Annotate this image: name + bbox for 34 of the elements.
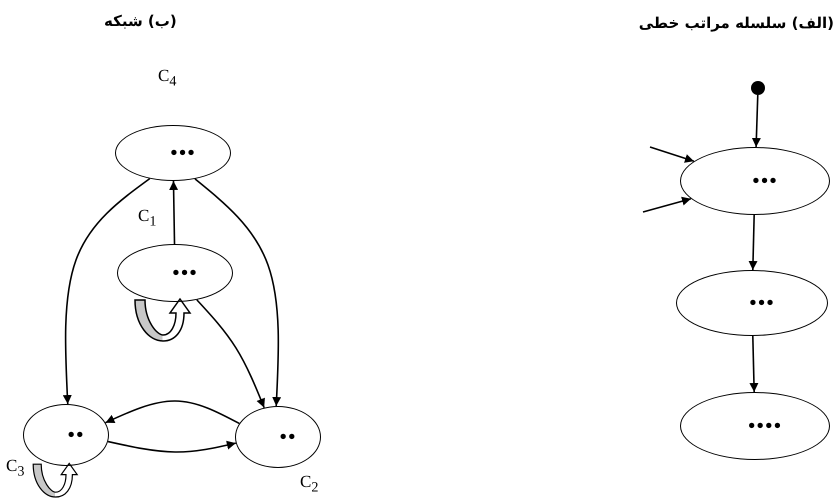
dots-text: •••	[747, 294, 774, 312]
arrow	[650, 146, 694, 163]
state-ellipse	[115, 125, 231, 181]
dots-text: ••••	[746, 417, 782, 435]
panel-heading: (ب) شبکه	[104, 12, 177, 30]
dots-text: •••	[170, 264, 197, 282]
state-ellipse	[235, 406, 321, 468]
dots-text: ••	[65, 426, 84, 444]
arrow	[62, 178, 150, 404]
state-ellipse	[676, 270, 828, 336]
state-ellipse	[680, 147, 830, 215]
dots-text: •••	[750, 172, 777, 190]
start-dot	[751, 81, 765, 95]
dots-text: •••	[168, 144, 195, 162]
cluster-label: C$_{3}$	[6, 456, 24, 480]
state-ellipse	[680, 392, 830, 460]
state-ellipse	[23, 404, 109, 466]
dots-text: ••	[277, 428, 296, 446]
cluster-label: C$_{2}$	[300, 472, 318, 496]
arrow	[642, 196, 692, 213]
arrow	[169, 180, 178, 244]
arrow	[105, 400, 240, 424]
arrow	[108, 440, 236, 453]
arrow	[196, 299, 265, 408]
arrow	[194, 178, 282, 406]
arrow	[752, 94, 761, 148]
cluster-label: C$_{1}$	[138, 206, 156, 230]
panel-heading: (الف) سلسله مراتب خطی	[638, 14, 834, 32]
self-loop-arrow	[32, 462, 78, 498]
cluster-label: C$_{4}$	[158, 66, 176, 90]
arrow	[748, 214, 758, 270]
state-ellipse	[117, 244, 233, 302]
arrow	[749, 336, 758, 392]
self-loop-arrow	[134, 298, 191, 342]
